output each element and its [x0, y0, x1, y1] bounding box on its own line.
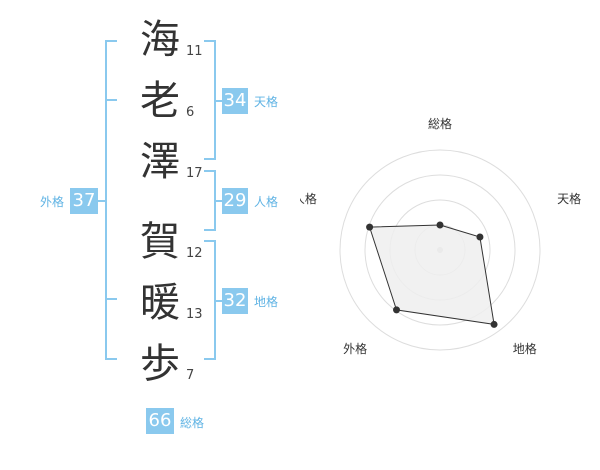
radar-point-3 [490, 320, 498, 328]
stroke-count-1: 11 [186, 44, 203, 59]
radar-axis-label-2: 天格 [557, 191, 581, 206]
name-char-5: 暖 [140, 280, 180, 326]
jinkaku-value-badge: 29 [222, 188, 248, 214]
stroke-count-4: 12 [186, 246, 203, 261]
soukaku-value-badge: 66 [146, 408, 174, 434]
radar-points [366, 221, 498, 328]
chikaku-label: 地格 [254, 295, 279, 309]
kaku-brackets [96, 40, 222, 360]
stroke-count-6: 7 [186, 368, 195, 383]
stroke-count-2: 6 [186, 105, 195, 120]
radar-ring [364, 174, 516, 326]
tenkaku-value-badge: 34 [222, 88, 248, 114]
gaikaku-label: 外格 [40, 195, 65, 209]
gaikaku-value-badge: 37 [70, 188, 98, 214]
name-char-4: 賀 [140, 219, 180, 265]
radar-axis-label-4: 外格 [343, 341, 367, 356]
gaikaku-bracket [105, 40, 117, 360]
tenkaku-bracket [204, 40, 216, 160]
soukaku-label: 総格 [180, 416, 205, 430]
radar-data-polygon [368, 224, 495, 325]
name-char-2: 老 [140, 78, 180, 124]
name-char-6: 歩 [140, 341, 180, 387]
jinkaku-label: 人格 [254, 195, 279, 209]
radar-point-4 [393, 306, 401, 314]
radar-point-1 [436, 221, 444, 229]
stroke-count-5: 13 [186, 307, 203, 322]
radar-axis-label-3: 地格 [513, 341, 537, 356]
stroke-count-3: 17 [186, 166, 203, 181]
chikaku-value-badge: 32 [222, 288, 248, 314]
chikaku-bracket [204, 240, 216, 360]
jinkaku-bracket [204, 170, 216, 231]
name-char-1: 海 [140, 17, 180, 63]
radar-ring [339, 149, 541, 351]
radar-axis-label-1: 総格 [428, 116, 452, 131]
radar-point-5 [366, 223, 374, 231]
tenkaku-label: 天格 [254, 95, 279, 109]
name-char-3: 澤 [140, 139, 180, 185]
radar-point-2 [476, 233, 484, 241]
radar-axis-label-5: 人格 [300, 191, 317, 206]
